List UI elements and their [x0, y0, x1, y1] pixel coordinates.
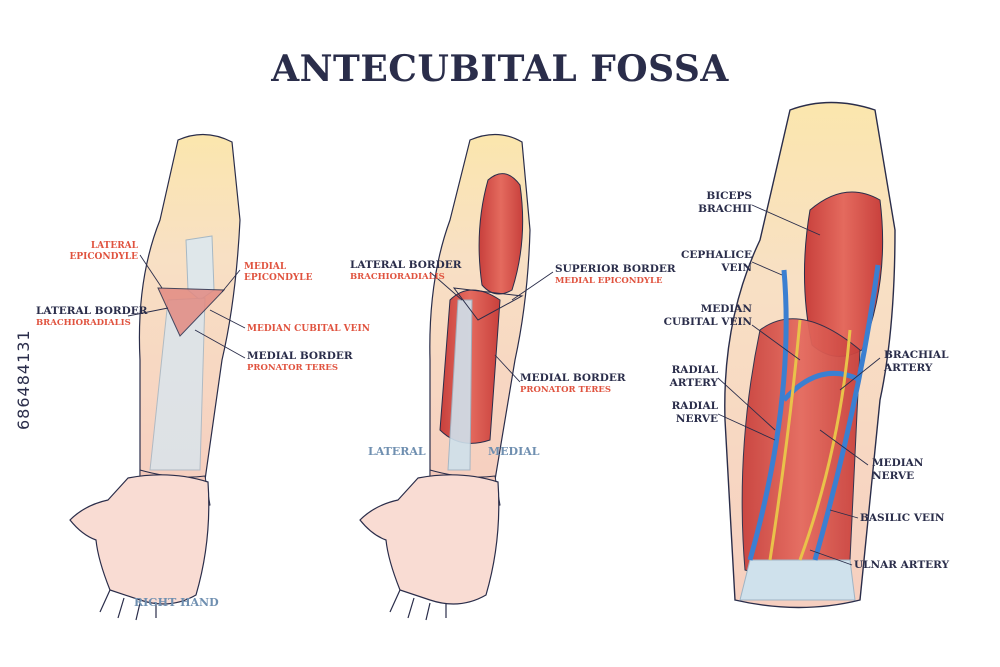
label-line: BICEPS	[706, 190, 752, 202]
middle-arm-illustration	[359, 133, 531, 621]
label-line: EPICONDYLE	[69, 252, 138, 262]
label-line: LATERAL BORDER	[350, 259, 462, 271]
label-line: MEDIAL BORDER	[520, 372, 626, 384]
label-line: MEDIAN	[872, 457, 924, 469]
label-sub: BRACHIORADIALIS	[36, 318, 131, 328]
label-right-hand: RIGHT HAND	[134, 596, 219, 609]
label-line: BRACHII	[698, 203, 752, 215]
label-mid-lateral-border: LATERAL BORDER BRACHIORADIALIS	[350, 259, 461, 283]
label-radial-artery: RADIAL ARTERY	[640, 364, 718, 390]
left-arm-illustration	[69, 133, 241, 621]
label-line: EPICONDYLE	[244, 273, 313, 283]
label-biceps-brachii: BICEPS BRACHII	[670, 190, 752, 216]
label-line: LATERAL	[90, 241, 138, 251]
label-line: RADIAL	[671, 364, 718, 376]
label-sub: MEDIAL EPICONDYLE	[555, 276, 663, 286]
label-line: MEDIAL	[244, 262, 287, 272]
label-line: ARTERY	[884, 362, 933, 374]
label-cephalice-vein: CEPHALICE VEIN	[660, 249, 752, 275]
label-sub: PRONATOR TERES	[520, 385, 611, 395]
label-lateral-epicondyle: LATERAL EPICONDYLE	[60, 241, 138, 263]
label-medial: MEDIAL	[488, 445, 540, 458]
label-radial-nerve: RADIAL NERVE	[640, 400, 718, 426]
leader-lines	[127, 204, 881, 566]
label-line: BRACHIAL	[884, 349, 949, 361]
label-line: SUPERIOR BORDER	[555, 263, 676, 275]
label-brachial-artery: BRACHIAL ARTERY	[884, 349, 948, 375]
label-median-cubital-vein-right: MEDIAN CUBITAL VEIN	[652, 303, 752, 329]
label-line: MEDIAN	[700, 303, 752, 315]
right-arm-illustration	[724, 101, 896, 609]
label-line: VEIN	[721, 262, 752, 274]
label-line: RADIAL	[671, 400, 718, 412]
label-superior-border: SUPERIOR BORDER MEDIAL EPICONDYLE	[555, 263, 676, 287]
stock-id-watermark: 686484131	[14, 329, 33, 430]
label-line: NERVE	[872, 470, 915, 482]
label-line: CUBITAL VEIN	[663, 316, 752, 328]
label-median-nerve: MEDIAN NERVE	[872, 457, 923, 483]
label-line: MEDIAL BORDER	[247, 350, 353, 362]
label-left-medial-border: MEDIAL BORDER PRONATOR TERES	[247, 350, 353, 374]
label-lateral: LATERAL	[368, 445, 426, 458]
label-medial-epicondyle: MEDIAL EPICONDYLE	[244, 262, 312, 284]
label-mid-medial-border: MEDIAL BORDER PRONATOR TERES	[520, 372, 626, 396]
label-basilic-vein: BASILIC VEIN	[860, 512, 945, 524]
label-left-lateral-border: LATERAL BORDER BRACHIORADIALIS	[36, 305, 147, 329]
label-sub: PRONATOR TERES	[247, 363, 338, 373]
label-line: LATERAL BORDER	[36, 305, 148, 317]
label-median-cubital-vein: MEDIAN CUBITAL VEIN	[247, 324, 370, 334]
label-line: NERVE	[675, 413, 718, 425]
label-ulnar-artery: ULNAR ARTERY	[854, 559, 950, 571]
label-line: CEPHALICE	[681, 249, 752, 261]
label-sub: BRACHIORADIALIS	[350, 272, 445, 282]
label-line: ARTERY	[669, 377, 718, 389]
diagram-title: ANTECUBITAL FOSSA	[271, 48, 729, 90]
